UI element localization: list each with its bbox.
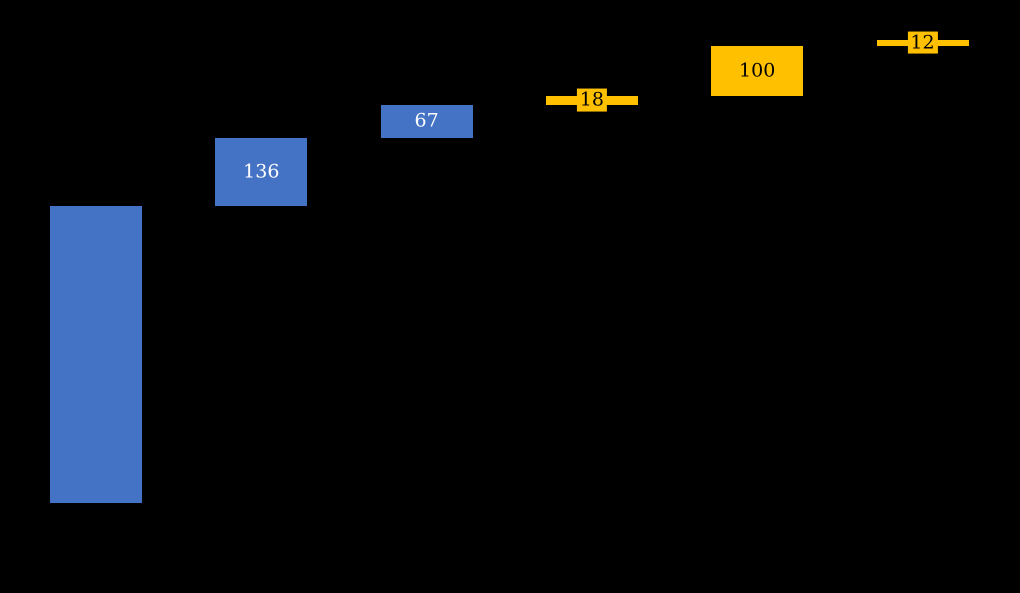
bar-data-label: 12 — [907, 31, 938, 54]
bar-segment-6[interactable]: 12 — [876, 31, 969, 54]
bar-segment-1[interactable] — [50, 206, 142, 503]
bar-segment-4[interactable]: 18 — [545, 88, 638, 112]
bar-segment-3[interactable]: 67 — [380, 104, 473, 138]
bar-segment-2[interactable]: 136 — [215, 138, 308, 206]
bar-data-label: 18 — [576, 88, 607, 112]
bar-segment-5[interactable]: 100 — [711, 45, 804, 96]
bar-data-label: 136 — [240, 160, 283, 184]
bar-data-label: 67 — [411, 109, 442, 133]
bar-data-label: 100 — [736, 59, 779, 82]
